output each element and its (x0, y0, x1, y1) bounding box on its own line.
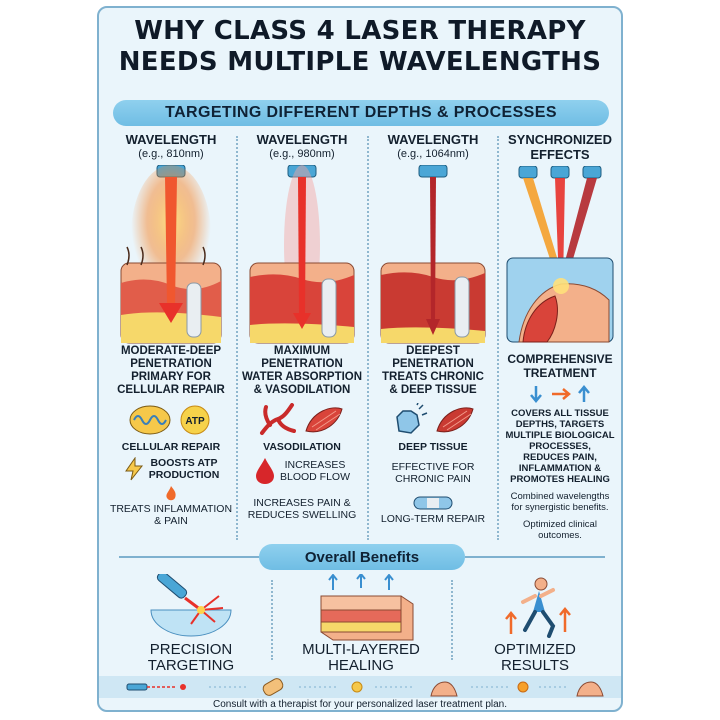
lightning-icon (124, 457, 143, 481)
column-divider (236, 136, 238, 540)
laser-probe-icon (249, 165, 355, 344)
shoulder-icon (506, 166, 614, 343)
benefit-divider (451, 580, 453, 660)
column-heading: WAVELENGTH (387, 132, 479, 147)
bandage-icon (413, 496, 453, 510)
column-heading: WAVELENGTH (125, 132, 217, 147)
bandage-wrap (369, 495, 497, 511)
blood-vessel-icon (260, 403, 296, 435)
tissue-layers-icon (320, 574, 414, 641)
benefit-label: OPTIMIZED RESULTS (494, 641, 576, 674)
arrows-icon (530, 385, 590, 403)
column-description: COMPREHENSIVE TREATMENT (507, 352, 613, 380)
column-description: DEEPEST PENETRATION TREATS CHRONIC & DEE… (381, 345, 484, 396)
icon-row (238, 403, 366, 437)
item-reduces-swelling: INCREASES PAIN & REDUCES SWELLING (247, 497, 357, 521)
flame-wrap (107, 485, 235, 501)
page-title: WHY CLASS 4 LASER THERAPY NEEDS MULTIPLE… (99, 16, 621, 78)
atp-label: ATP (185, 416, 205, 427)
footer-icon-strip (99, 676, 621, 698)
footer-note: Consult with a therapist for your person… (212, 699, 508, 710)
item-deep-tissue: DEEP TISSUE (398, 441, 468, 453)
column-heading: SYNCHRONIZED (507, 132, 612, 147)
item-chronic-pain: EFFECTIVE FOR CHRONIC PAIN (391, 461, 475, 485)
column-description: MAXIMUM PENETRATION WATER ABSORPTION & V… (241, 345, 363, 396)
column-subheading: (e.g., 1064nm) (397, 148, 469, 160)
benefit-multilayered: MULTI-LAYERED HEALING (281, 574, 441, 674)
column-980nm: WAVELENGTH (e.g., 980nm) MAXIMUM PENETRA… (238, 132, 366, 548)
item-treats-inflammation: TREATS INFLAMMATION & PAIN (109, 503, 233, 527)
icon-row: ATP (107, 403, 235, 437)
subtitle-banner: TARGETING DIFFERENT DEPTHS & PROCESSES (113, 100, 609, 126)
benefit-precision: PRECISION TARGETING (111, 574, 271, 674)
benefits-rule-left (119, 556, 259, 558)
column-subheading: (e.g., 810nm) (138, 148, 204, 160)
column-subheading: (e.g., 980nm) (269, 148, 335, 160)
laser-tissue-illustration (369, 165, 497, 345)
precision-target-icon (150, 574, 232, 637)
column-divider (367, 136, 369, 540)
item-covers-all: COVERS ALL TISSUE DEPTHS, TARGETS MULTIP… (505, 408, 615, 485)
benefit-divider (271, 580, 273, 660)
column-divider (497, 136, 499, 540)
benefits-banner: Overall Benefits (259, 544, 465, 570)
column-synchronized: SYNCHRONIZED EFFECTS COMPREHENSIVE TREAT… (499, 132, 621, 548)
synchronized-illustration (499, 166, 621, 352)
item-blood-flow: INCREASES BLOOD FLOW (238, 457, 366, 485)
benefit-label: MULTI-LAYERED HEALING (302, 641, 420, 674)
benefit-label: PRECISION TARGETING (147, 641, 235, 674)
item-cellular-repair: CELLULAR REPAIR (121, 441, 221, 453)
footer-icons (126, 678, 604, 697)
column-1064nm: WAVELENGTH (e.g., 1064nm) DEEPEST PENETR… (369, 132, 497, 548)
column-description: MODERATE-DEEP PENETRATION PRIMARY FOR CE… (117, 345, 225, 396)
benefit-optimized: OPTIMIZED RESULTS (455, 574, 615, 674)
laser-tissue-illustration (107, 165, 235, 345)
infographic-poster: WHY CLASS 4 LASER THERAPY NEEDS MULTIPLE… (97, 6, 623, 712)
icon-row (369, 403, 497, 437)
runner-icon (505, 577, 571, 638)
item-vasodilation: VASODILATION (263, 441, 341, 453)
laser-tissue-illustration (238, 165, 366, 345)
fist-icon (396, 403, 428, 434)
item-optimized-outcomes: Optimized clinical outcomes. (523, 519, 597, 541)
column-heading: WAVELENGTH (256, 132, 348, 147)
blood-drop-icon (255, 458, 274, 484)
item-long-term-repair: LONG-TERM REPAIR (380, 513, 486, 525)
flame-icon (166, 486, 176, 501)
muscle-icon (436, 407, 474, 433)
arrows-wrap (499, 384, 621, 404)
atp-sun-icon: ATP (180, 405, 210, 435)
column-subheading: EFFECTS (530, 147, 590, 162)
title-line-2: NEEDS MULTIPLE WAVELENGTHS (118, 47, 602, 77)
laser-probe-icon (380, 165, 486, 344)
benefits-rule-right (465, 556, 605, 558)
mitochondria-icon (129, 405, 171, 435)
item-boosts-atp: BOOSTS ATP PRODUCTION (107, 457, 235, 481)
column-810nm: WAVELENGTH (e.g., 810nm) (107, 132, 235, 548)
laser-probe-icon (120, 165, 222, 344)
title-line-1: WHY CLASS 4 LASER THERAPY (134, 16, 586, 46)
item-combined-wavelengths: Combined wavelengths for synergistic ben… (510, 491, 610, 513)
muscle-icon (305, 407, 343, 433)
